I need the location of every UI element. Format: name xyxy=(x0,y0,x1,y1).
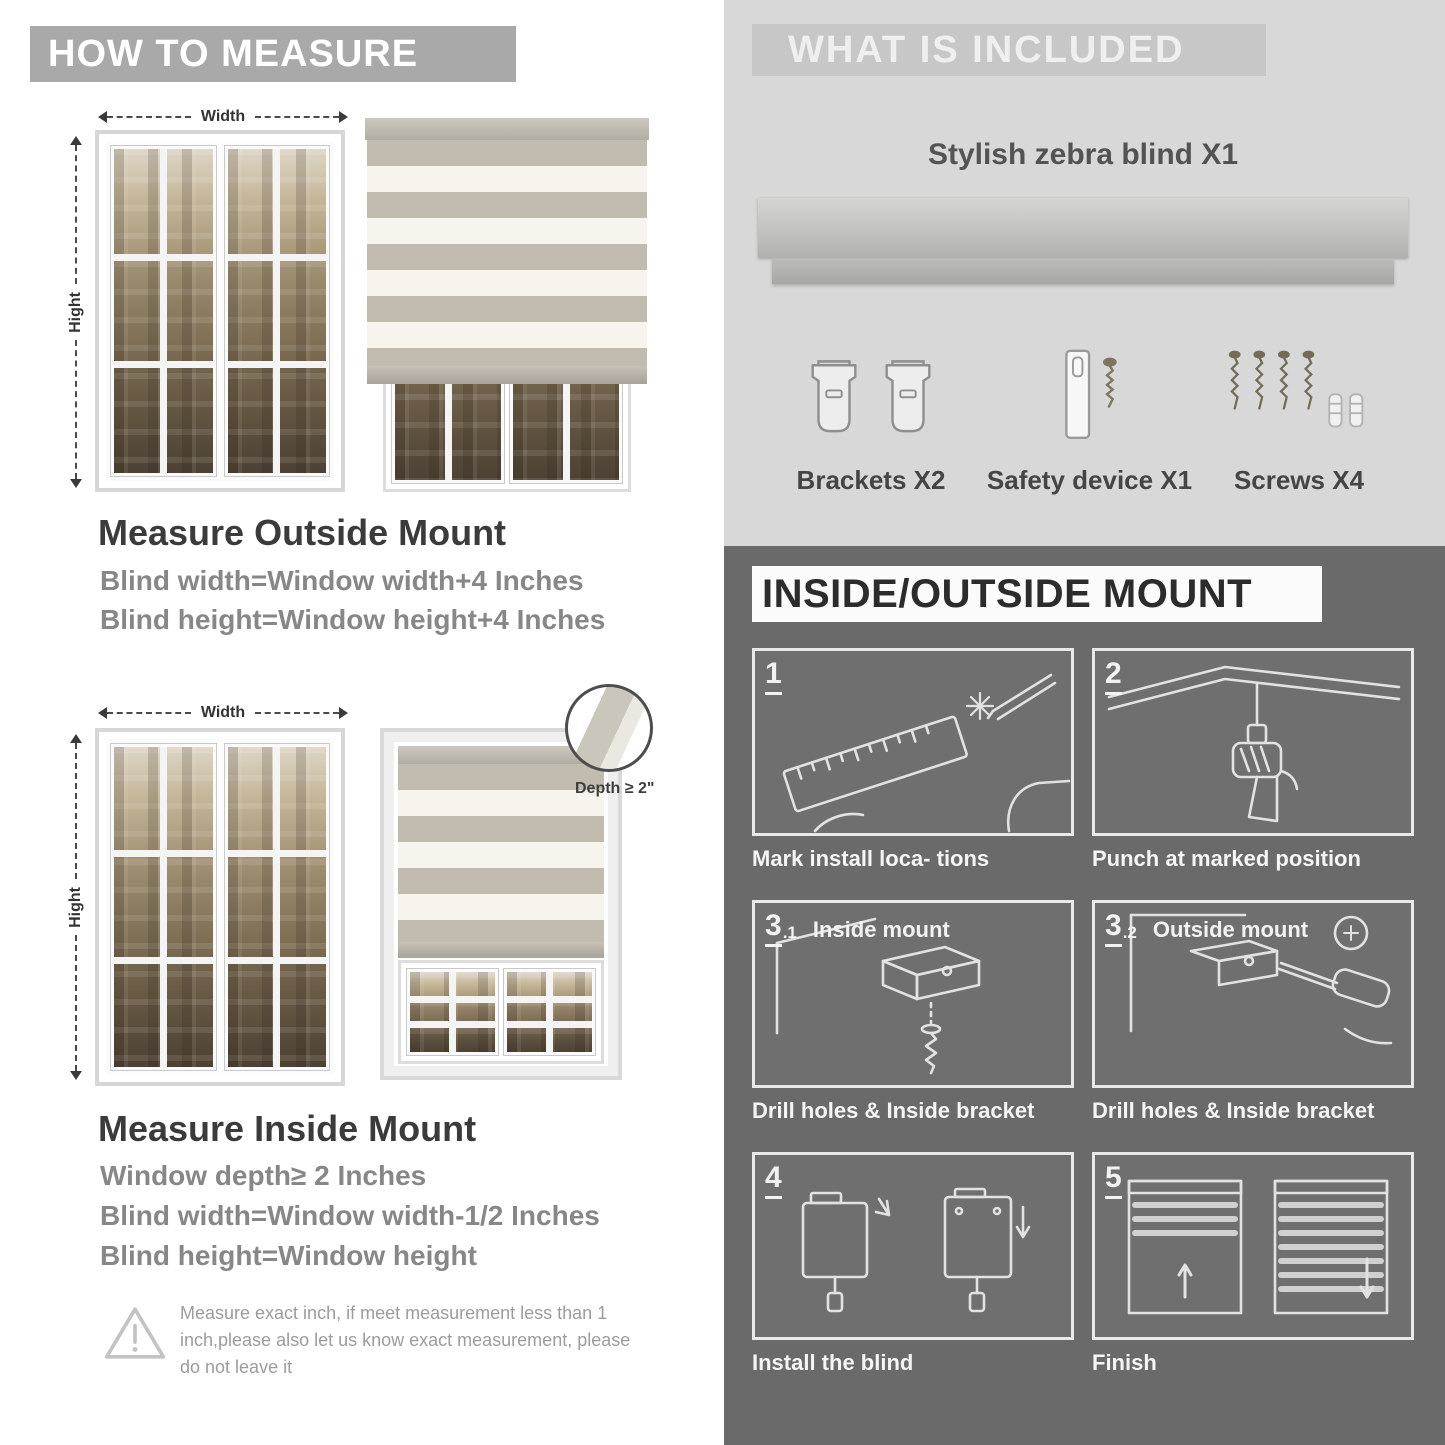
arrow-left-icon xyxy=(98,111,107,123)
inside-depth-formula: Window depth≥ 2 Inches xyxy=(100,1160,427,1191)
zebra-blind-inside-illustration xyxy=(380,728,622,1080)
step-5-panel: 5 xyxy=(1092,1152,1414,1340)
blind-bottom-rail xyxy=(398,942,604,958)
arrow-up-icon xyxy=(70,136,82,145)
window-sash-right xyxy=(223,743,330,1071)
bracket-icon xyxy=(811,360,857,433)
included-item-brackets: Brackets X2 xyxy=(776,330,966,496)
step-4-panel: 4 xyxy=(752,1152,1074,1340)
step-2-caption: Punch at marked position xyxy=(1092,846,1361,871)
outside-width-formula: Blind width=Window width+4 Inches xyxy=(100,565,584,596)
inside-mount-title: Measure Inside Mount xyxy=(98,1108,477,1149)
window-sash-left xyxy=(110,145,217,477)
blind-stripes xyxy=(398,764,604,942)
arrow-up-icon xyxy=(70,734,82,743)
depth-label: Depth ≥ 2" xyxy=(575,780,655,797)
step-1-panel: 1 xyxy=(752,648,1074,836)
window-sash-left xyxy=(110,743,217,1071)
arrow-left-icon xyxy=(98,707,107,719)
included-item-screws: Screws X4 xyxy=(1204,330,1394,496)
step-cell-3-2: 3 .2 Outside mount xyxy=(1092,900,1414,1124)
how-to-measure-header: HOW TO MEASURE xyxy=(30,26,516,82)
inside-width-formula: Blind width=Window width-1/2 Inches xyxy=(100,1200,600,1231)
window-behind-blind xyxy=(398,960,604,1064)
step-3-2-caption: Drill holes & Inside bracket xyxy=(1092,1098,1375,1123)
blind-cassette xyxy=(365,118,649,140)
bracket-icon xyxy=(885,360,931,433)
step-cell-2: 2 xyxy=(1092,648,1414,872)
outside-bracket-illustration xyxy=(1129,913,1393,1045)
step-5-number: 5 xyxy=(1105,1163,1139,1199)
arrow-down-icon xyxy=(70,479,82,488)
step-cell-5: 5 xyxy=(1092,1152,1414,1376)
window-sash-right xyxy=(223,145,330,477)
included-item-safety-device: Safety device X1 xyxy=(987,330,1192,496)
outside-mount-title: Measure Outside Mount xyxy=(98,512,507,553)
width-label: Width xyxy=(200,704,246,721)
blind-cassette xyxy=(398,746,604,764)
step-cell-3-1: 3 .1 Inside mount xyxy=(752,900,1074,1124)
step-3-1-number: 3 .1 Inside mount xyxy=(765,911,950,947)
step-3-1-panel: 3 .1 Inside mount xyxy=(752,900,1074,1088)
zebra-blind-cassette-image xyxy=(758,198,1408,258)
what-is-included-section: WHAT IS INCLUDED Stylish zebra blind X1 … xyxy=(724,0,1445,546)
step-3-2-panel: 3 .2 Outside mount xyxy=(1092,900,1414,1088)
blind-stripes xyxy=(367,140,647,366)
width-arrow: Width xyxy=(98,108,348,126)
window-illustration xyxy=(95,728,345,1086)
zebra-blind-label: Stylish zebra blind X1 xyxy=(927,138,1239,171)
outside-mount-figure: Width Hight xyxy=(60,100,660,498)
safety-device-label: Safety device X1 xyxy=(986,465,1193,495)
width-arrow: Width xyxy=(98,704,348,722)
step-5-caption: Finish xyxy=(1092,1350,1157,1375)
warning-icon xyxy=(103,1303,167,1363)
step-1-number: 1 xyxy=(765,659,799,695)
mount-header: INSIDE/OUTSIDE MOUNT xyxy=(752,566,1322,622)
what-is-included-header: WHAT IS INCLUDED xyxy=(752,24,1266,76)
outside-height-formula: Blind height=Window height+4 Inches xyxy=(100,604,606,635)
blind-bottom-rail xyxy=(367,366,647,384)
step-cell-4: 4 xyxy=(752,1152,1074,1376)
arrow-right-icon xyxy=(339,707,348,719)
arrow-right-icon xyxy=(339,111,348,123)
inside-mount-figure: Width Hight Depth ≥ 2" xyxy=(60,684,700,1090)
safety-device-icon xyxy=(1064,349,1117,439)
install-blind-illustration xyxy=(801,1187,1031,1313)
safety-device-icons xyxy=(1047,347,1133,451)
depth-callout-circle xyxy=(565,684,653,772)
step-4-number: 4 xyxy=(765,1163,799,1199)
zebra-blind-outside-illustration xyxy=(365,118,649,492)
bracket-icons xyxy=(803,357,939,451)
height-arrow: Hight xyxy=(67,136,84,488)
screws-icon xyxy=(1228,350,1364,428)
window-illustration xyxy=(95,130,345,492)
height-label: Hight xyxy=(67,886,84,928)
step-2-panel: 2 xyxy=(1092,648,1414,836)
mark-location-illustration xyxy=(782,673,1071,833)
step-cell-1: 1 xyxy=(752,648,1074,872)
screws-icons xyxy=(1219,347,1379,451)
drill-illustration xyxy=(1107,665,1401,823)
screws-label: Screws X4 xyxy=(1233,465,1365,495)
inside-bracket-illustration xyxy=(775,917,981,1075)
arrow-down-icon xyxy=(70,1071,82,1080)
step-3-1-caption: Drill holes & Inside bracket xyxy=(752,1098,1035,1123)
mount-instructions-section: INSIDE/OUTSIDE MOUNT 1 xyxy=(724,546,1445,1445)
height-arrow: Hight xyxy=(67,734,84,1080)
warning-text: Measure exact inch, if meet measurement … xyxy=(180,1303,631,1377)
height-label: Hight xyxy=(67,291,84,333)
zebra-blind-under-rail xyxy=(772,258,1394,284)
width-label: Width xyxy=(200,108,246,125)
step-3-2-number: 3 .2 Outside mount xyxy=(1105,911,1308,947)
step-1-caption: Mark install loca- tions xyxy=(752,846,990,871)
step-2-number: 2 xyxy=(1105,659,1139,695)
brackets-label: Brackets X2 xyxy=(796,465,946,495)
mount-steps-grid: 1 xyxy=(752,648,1414,1376)
inside-height-formula: Blind height=Window height xyxy=(100,1240,477,1271)
finish-illustration xyxy=(1127,1179,1389,1315)
step-4-caption: Install the blind xyxy=(752,1350,914,1375)
